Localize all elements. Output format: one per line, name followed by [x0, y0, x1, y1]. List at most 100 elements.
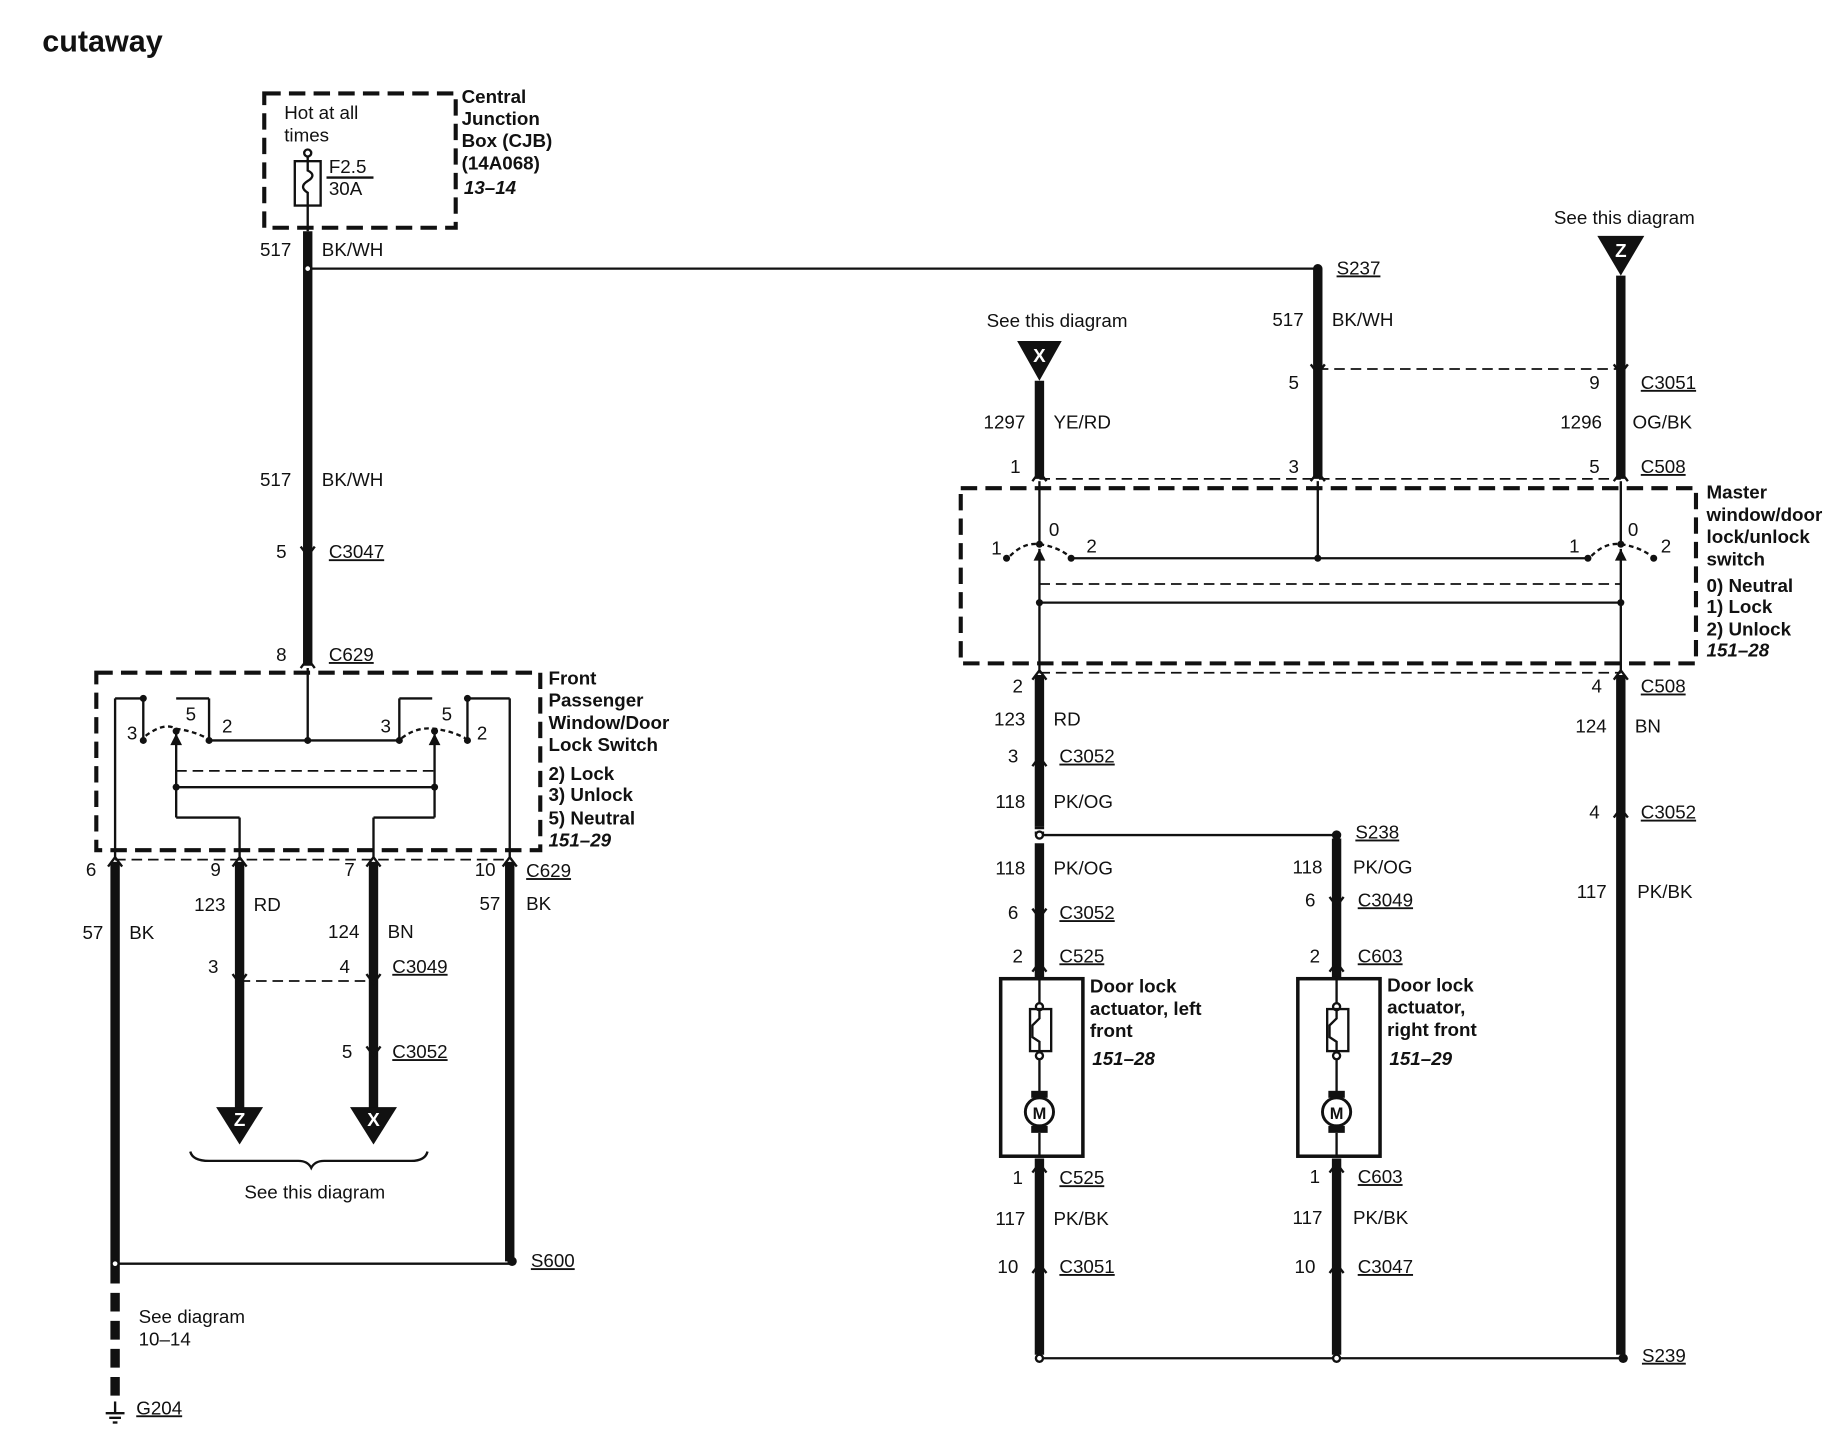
actuator-left-ref: 151–28 — [1092, 1048, 1155, 1069]
connector-c3052-left: C3052 — [392, 1041, 447, 1062]
right-wire-118b-color: PK/OG — [1054, 858, 1113, 879]
right-wire-117z-circuit: 117 — [1577, 881, 1607, 902]
left-wire-123-color: RD — [254, 894, 281, 915]
front-switch-pos-1: 2) Lock — [548, 763, 614, 784]
right-pin-r1: 1 — [1310, 1166, 1320, 1187]
ground-icon — [105, 1401, 125, 1424]
left-wire-57b-circuit: 57 — [479, 893, 500, 914]
right-wire-118c-color: PK/OG — [1353, 857, 1412, 878]
right-wire-117z-color: PK/BK — [1637, 881, 1693, 902]
right-wire-1296-circuit: 1296 — [1560, 412, 1602, 433]
right-pin-z4b: 4 — [1589, 802, 1599, 823]
right-wire-517-circuit: 517 — [1272, 309, 1303, 330]
left-pin-9: 9 — [210, 859, 220, 880]
right-wire-118c-circuit: 118 — [1293, 857, 1323, 878]
front-switch-contact-b2: 2 — [477, 722, 487, 743]
right-pin-m3: 3 — [1289, 456, 1299, 477]
right-pin-x1: 1 — [1010, 456, 1020, 477]
splice-s600: S600 — [531, 1250, 575, 1271]
connector-c3047-left: C3047 — [329, 541, 384, 562]
ground-g204: G204 — [136, 1397, 182, 1418]
connector-c525-top: C525 — [1059, 945, 1104, 966]
right-pin-l10: 10 — [997, 1256, 1018, 1277]
connector-c3049-left: C3049 — [392, 956, 447, 977]
right-wire-118b-circuit: 118 — [995, 858, 1025, 879]
cjb-label-4: (14A068) — [462, 152, 540, 173]
right-wire-117r-circuit: 117 — [1293, 1207, 1323, 1228]
front-switch-contact-a2: 2 — [222, 715, 232, 736]
actuator-left-label-1: Door lock — [1090, 976, 1177, 997]
ground-note-2: 10–14 — [139, 1328, 191, 1349]
right-wire-117l-color: PK/BK — [1054, 1208, 1110, 1229]
master-switch-label-2: window/door — [1706, 504, 1823, 525]
door-lock-actuator-left: M Door lock actuator, left front 151–28 — [998, 976, 1202, 1158]
splice-s237: S237 — [1337, 258, 1381, 279]
left-pin-5b: 5 — [342, 1041, 352, 1062]
right-wire-1296-color: OG/BK — [1633, 412, 1693, 433]
front-switch-contact-b3: 3 — [381, 715, 391, 736]
front-switch-label-3: Window/Door — [548, 712, 669, 733]
master-switch-pos-2: 1) Lock — [1707, 596, 1773, 617]
connector-c603-top: C603 — [1358, 945, 1403, 966]
master-switch-pos-1: 0) Neutral — [1707, 575, 1794, 596]
master-switch-label-3: lock/unlock — [1707, 526, 1811, 547]
ground-note-1: See diagram — [139, 1306, 245, 1327]
cjb-ref: 13–14 — [464, 177, 517, 198]
master-switch-pos-3: 2) Unlock — [1707, 618, 1792, 639]
motor-label-right: M — [1330, 1105, 1344, 1123]
right-wire-118a-color: PK/OG — [1054, 791, 1113, 812]
see-this-diagram-x: See this diagram — [987, 310, 1128, 331]
master-switch-label-1: Master — [1707, 482, 1768, 503]
right-wire-1297-circuit: 1297 — [984, 412, 1026, 433]
right-wire-124-circuit: 124 — [1575, 715, 1606, 736]
left-pin-6: 6 — [86, 859, 96, 880]
master-contact-l1: 1 — [991, 538, 1001, 559]
right-wire-1297-color: YE/RD — [1054, 412, 1111, 433]
connector-c508-bottom: C508 — [1641, 676, 1686, 697]
splice-s239: S239 — [1642, 1345, 1686, 1366]
master-switch: 1 0 2 1 0 2 Master window/door lock/unlo… — [958, 481, 1823, 673]
left-pin-8: 8 — [276, 644, 286, 665]
right-pin-r2: 2 — [1310, 945, 1320, 966]
cjb-label-2: Junction — [462, 108, 540, 129]
left-wire-57b-color: BK — [526, 893, 552, 914]
connector-c3052-z: C3052 — [1641, 802, 1696, 823]
front-switch-label-4: Lock Switch — [548, 734, 658, 755]
right-wire-124-color: BN — [1635, 715, 1661, 736]
front-passenger-switch: 3 5 2 3 5 2 Front Passenger Window/Door … — [94, 667, 669, 858]
right-pin-r10: 10 — [1295, 1256, 1316, 1277]
front-switch-label-2: Passenger — [548, 690, 643, 711]
front-switch-label-1: Front — [548, 667, 596, 688]
actuator-left-label-2: actuator, left — [1090, 998, 1202, 1019]
page-title: cutaway — [42, 24, 163, 58]
master-contact-r2: 2 — [1661, 535, 1671, 556]
wire-517-circuit-top: 517 — [260, 239, 291, 260]
right-wire-117r-color: PK/BK — [1353, 1207, 1409, 1228]
left-wire-124-color: BN — [388, 921, 414, 942]
right-pin-z9: 9 — [1589, 372, 1599, 393]
connector-c508-top: C508 — [1641, 456, 1686, 477]
left-wire-123-circuit: 123 — [194, 894, 225, 915]
actuator-right-label-3: right front — [1387, 1019, 1477, 1040]
left-wire-57a-color: BK — [129, 922, 155, 943]
master-switch-label-4: switch — [1707, 548, 1765, 569]
right-wire-117l-circuit: 117 — [995, 1208, 1025, 1229]
actuator-left-label-3: front — [1090, 1020, 1133, 1041]
see-this-diagram-left: See this diagram — [244, 1181, 385, 1202]
connector-c3049-r: C3049 — [1358, 889, 1413, 910]
left-pin-7: 7 — [344, 859, 354, 880]
connector-c3052-l: C3052 — [1059, 902, 1114, 923]
left-wire-124-circuit: 124 — [328, 921, 359, 942]
master-contact-r0: 0 — [1628, 519, 1638, 540]
right-pin-x2: 2 — [1013, 676, 1023, 697]
master-switch-ref: 151–28 — [1707, 639, 1770, 660]
front-switch-contact-a3: 3 — [127, 722, 137, 743]
cjb-label-3: Box (CJB) — [462, 130, 553, 151]
front-switch-contact-b5: 5 — [442, 704, 452, 725]
right-pin-z5: 5 — [1589, 456, 1599, 477]
cjb-hot-text-2: times — [284, 124, 329, 145]
wire-517-color-top: BK/WH — [322, 239, 384, 260]
right-pin-z4: 4 — [1592, 676, 1602, 697]
offpage-x-left-label: X — [367, 1109, 380, 1130]
right-pin-m5: 5 — [1289, 372, 1299, 393]
